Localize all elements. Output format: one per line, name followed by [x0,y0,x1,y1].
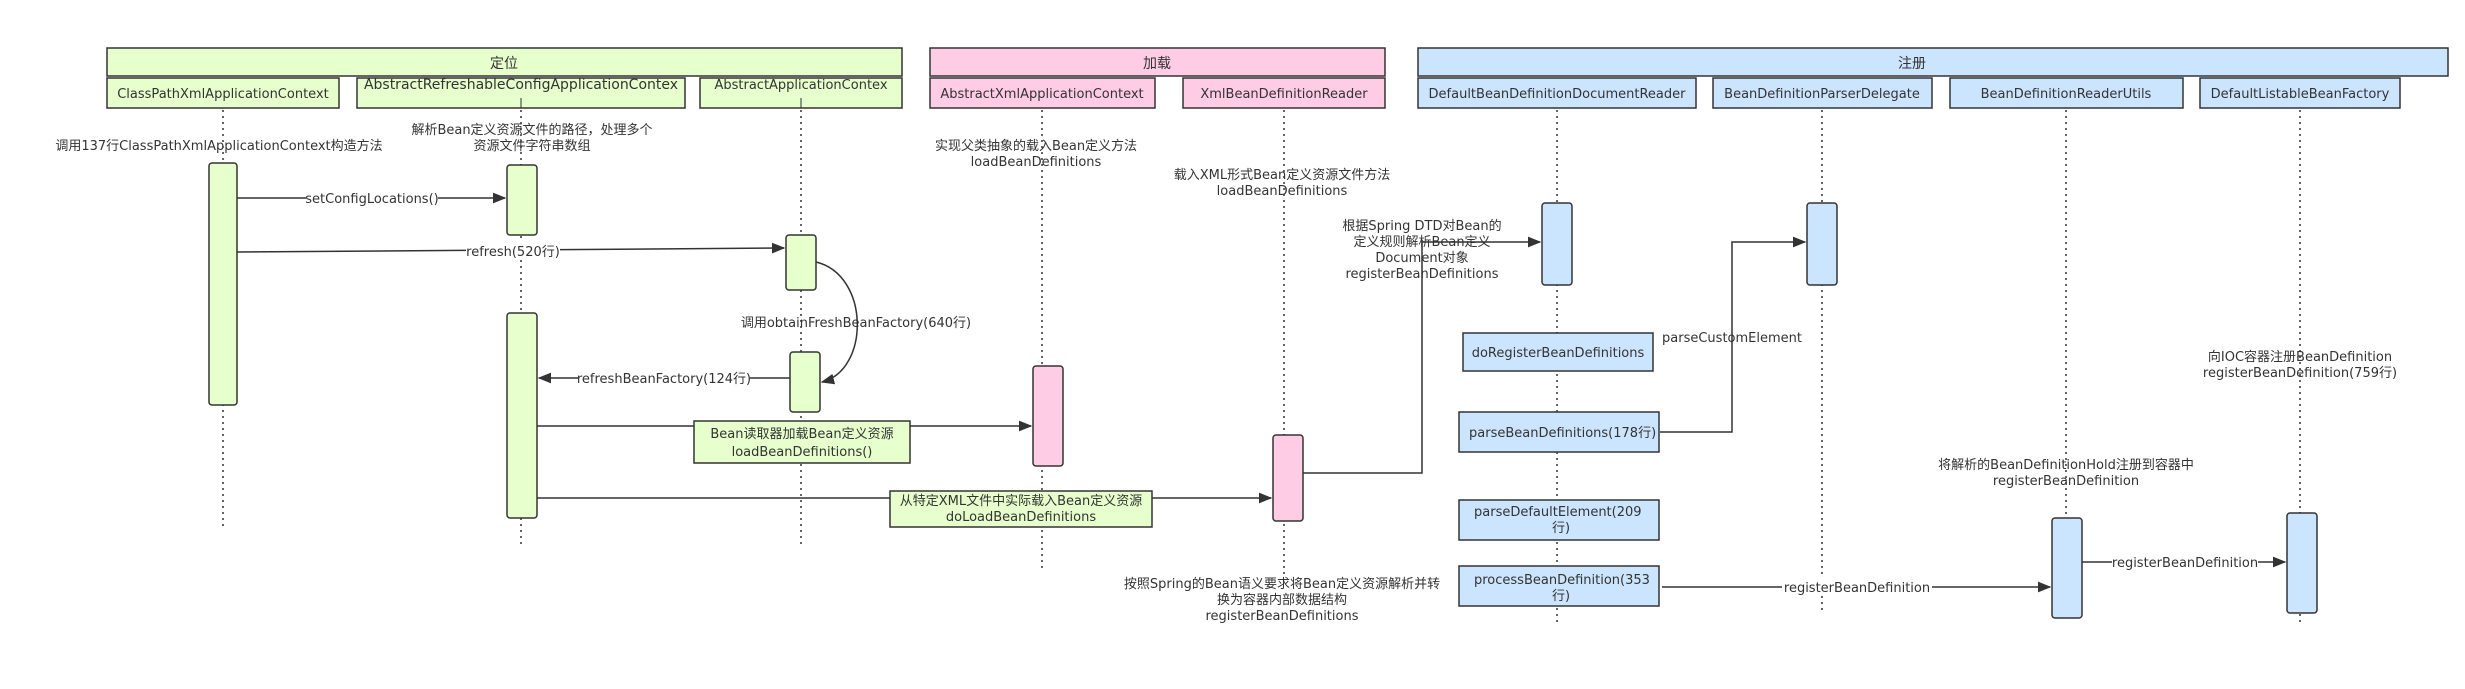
lifeline-ticks [520,98,802,108]
participant-abstractapp: AbstractApplicationContex [699,77,903,109]
activation-bar [785,234,817,291]
message-label: refreshBeanFactory(124行) [577,372,751,387]
message-label: registerBeanDefinition [2112,556,2258,571]
participant-label: BeanDefinitionReaderUtils [1981,87,2152,102]
arrow-registerbeans [1303,236,1542,474]
activation-bar [506,312,538,519]
group-load: 加载 [929,47,1386,77]
method-box-line: processBeanDefinition(353 [1474,573,1650,588]
participant-readerutils: BeanDefinitionReaderUtils [1949,77,2184,109]
participant-label: DefaultListableBeanFactory [2211,87,2390,102]
participant-label: AbstractXmlApplicationContext [940,87,1143,102]
arrow-obtainfresh [815,261,858,385]
group-locate-label: 定位 [490,56,518,72]
note-line: registerBeanDefinitions [1346,267,1499,282]
message-labels: setConfigLocations() refresh(520行) 调用obt… [305,189,2258,596]
group-locate: 定位 [106,47,903,77]
note-line: 解析Bean定义资源文件的路径，处理多个 [411,122,652,138]
message-label: parseCustomElement [1662,331,1802,346]
method-box-parsebeans: parseBeanDefinitions(178行) [1458,411,1660,453]
method-box-line: parseDefaultElement(209 [1474,505,1642,520]
notes: 调用137行ClassPathXmlApplicationContext构造方法… [55,122,2397,624]
message-label: registerBeanDefinition [1784,581,1930,596]
note-line: 实现父类抽象的载入Bean定义方法 [935,138,1137,154]
group-register: 注册 [1417,47,2449,77]
note-line: 调用137行ClassPathXmlApplicationContext构造方法 [55,138,382,154]
method-box-processbean: processBeanDefinition(353 行) [1458,565,1660,607]
boxed-message-line: loadBeanDefinitions() [732,445,873,460]
method-box-line: 行) [1552,589,1570,604]
activation-bar [1806,202,1838,286]
method-box-line: doRegisterBeanDefinitions [1472,346,1645,361]
activation-bar [208,162,238,406]
note-line: registerBeanDefinition [1993,474,2139,489]
participant-parserdelegate: BeanDefinitionParserDelegate [1712,77,1933,109]
method-box-line: parseBeanDefinitions(178行) [1469,426,1656,441]
boxed-message-doload: 从特定XML文件中实际载入Bean定义资源 doLoadBeanDefiniti… [889,490,1153,528]
activation-bar [789,351,821,413]
participant-abstractxml: AbstractXmlApplicationContext [929,77,1156,109]
note-line: Document对象 [1375,251,1468,266]
activation-bar [2051,517,2083,619]
participant-label: ClassPathXmlApplicationContext [117,87,329,102]
boxed-message-line: 从特定XML文件中实际载入Bean定义资源 [900,494,1143,509]
note-line: 资源文件字符串数组 [473,138,590,154]
participant-classpath: ClassPathXmlApplicationContext [106,77,340,109]
participant-label: AbstractRefreshableConfigApplicationCont… [364,77,678,93]
activation-bar [1032,365,1064,467]
note-line: 定义规则解析Bean定义 [1353,235,1490,250]
note-line: 将解析的BeanDefinitionHold注册到容器中 [1938,457,2194,473]
participant-label: AbstractApplicationContex [714,78,887,93]
note-line: 根据Spring DTD对Bean的 [1342,218,1501,234]
note-line: loadBeanDefinitions [1217,184,1348,199]
note-line: 换为容器内部数据结构 [1217,592,1347,608]
participant-xmlreader: XmlBeanDefinitionReader [1182,77,1386,109]
activation-bar [506,164,538,236]
activation-bar [2286,512,2318,614]
participant-label: DefaultBeanDefinitionDocumentReader [1429,87,1687,102]
boxed-message-line: doLoadBeanDefinitions [946,510,1096,525]
arrow-parsecustom [1660,236,1807,433]
message-label: 调用obtainFreshBeanFactory(640行) [741,316,971,331]
participant-label: BeanDefinitionParserDelegate [1724,87,1920,102]
note-line: 向IOC容器注册BeanDefinition [2208,349,2392,365]
group-load-label: 加载 [1143,56,1171,72]
participant-docreader: DefaultBeanDefinitionDocumentReader [1417,77,1697,109]
message-label: setConfigLocations() [305,192,438,207]
note-line: registerBeanDefinition(759行) [2203,366,2397,381]
note-line: 载入XML形式Bean定义资源文件方法 [1174,167,1391,183]
note-line: registerBeanDefinitions [1206,609,1359,624]
message-label: refresh(520行) [466,245,560,260]
boxed-message-loadbean: Bean读取器加载Bean定义资源 loadBeanDefinitions() [693,420,911,464]
method-box-parsedefault: parseDefaultElement(209 行) [1458,499,1660,541]
activation-bar [1541,202,1573,286]
participant-label: XmlBeanDefinitionReader [1200,87,1368,102]
activations [208,162,2318,619]
note-line: 按照Spring的Bean语义要求将Bean定义资源解析并转 [1124,576,1440,592]
method-box-line: 行) [1552,521,1570,536]
participant-listablefactory: DefaultListableBeanFactory [2199,77,2401,109]
method-box-doregister: doRegisterBeanDefinitions [1462,332,1654,372]
group-register-label: 注册 [1898,56,1926,72]
boxed-message-line: Bean读取器加载Bean定义资源 [710,427,893,442]
activation-bar [1272,434,1304,522]
note-line: loadBeanDefinitions [971,155,1102,170]
